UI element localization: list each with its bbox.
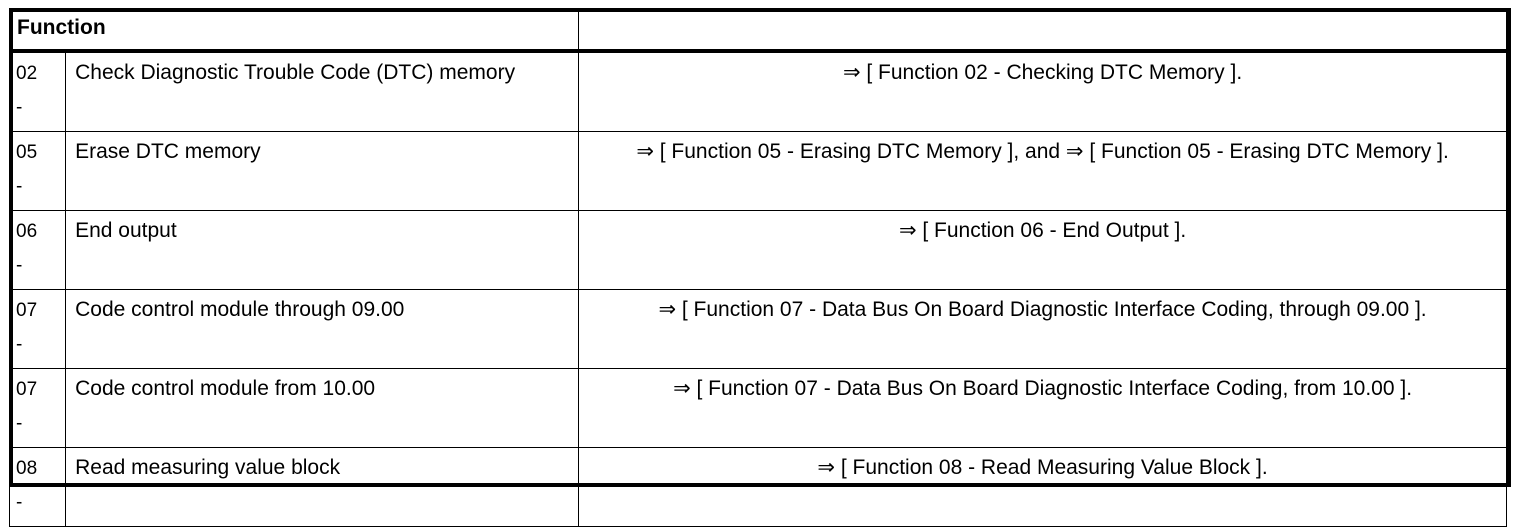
table-row: 05 - Erase DTC memory ⇒ [ Function 05 - … [8,131,1507,211]
table-header: Function [8,8,1507,53]
function-code-dash: - [16,176,23,197]
function-reference-cell: ⇒ [ Function 05 - Erasing DTC Memory ], … [578,131,1507,211]
function-code-dash: - [16,255,23,276]
function-code-number: 06 [16,221,38,242]
function-reference-cell: ⇒ [ Function 06 - End Output ]. [578,210,1507,290]
function-reference-cell: ⇒ [ Function 07 - Data Bus On Board Diag… [578,368,1507,448]
function-description-cell: Erase DTC memory [65,131,580,211]
function-code-cell: 06 - [8,210,67,290]
function-code-cell: 08 - [8,447,67,527]
column-header-reference [578,8,1507,53]
function-code-dash: - [16,492,23,513]
column-header-function: Function [8,8,580,53]
function-description-cell: Read measuring value block [65,447,580,527]
function-code-number: 07 [16,379,38,400]
function-code-number: 08 [16,458,38,479]
function-code-cell: 05 - [8,131,67,211]
function-code-number: 02 [16,63,38,84]
function-code-dash: - [16,334,23,355]
table-row: 08 - Read measuring value block ⇒ [ Func… [8,447,1507,527]
function-reference-cell: ⇒ [ Function 02 - Checking DTC Memory ]. [578,50,1507,132]
function-code-cell: 07 - [8,289,67,369]
function-description-cell: End output [65,210,580,290]
function-reference-table: Function 02 - Check Diagnostic Trouble C… [8,8,1507,527]
table-body: 02 - Check Diagnostic Trouble Code (DTC)… [8,50,1507,527]
function-reference-cell: ⇒ [ Function 08 - Read Measuring Value B… [578,447,1507,527]
function-description-cell: Check Diagnostic Trouble Code (DTC) memo… [65,50,580,132]
table-row: 07 - Code control module from 10.00 ⇒ [ … [8,368,1507,448]
header-row: Function [8,8,1507,53]
function-reference-cell: ⇒ [ Function 07 - Data Bus On Board Diag… [578,289,1507,369]
function-code-cell: 07 - [8,368,67,448]
document-page: Function 02 - Check Diagnostic Trouble C… [8,8,1511,527]
function-code-dash: - [16,413,23,434]
function-code-cell: 02 - [8,50,67,132]
function-code-number: 05 [16,142,38,163]
table-row: 06 - End output ⇒ [ Function 06 - End Ou… [8,210,1507,290]
function-code-dash: - [16,97,23,118]
table-row: 07 - Code control module through 09.00 ⇒… [8,289,1507,369]
function-description-cell: Code control module from 10.00 [65,368,580,448]
table-row: 02 - Check Diagnostic Trouble Code (DTC)… [8,50,1507,132]
function-description-cell: Code control module through 09.00 [65,289,580,369]
function-code-number: 07 [16,300,38,321]
